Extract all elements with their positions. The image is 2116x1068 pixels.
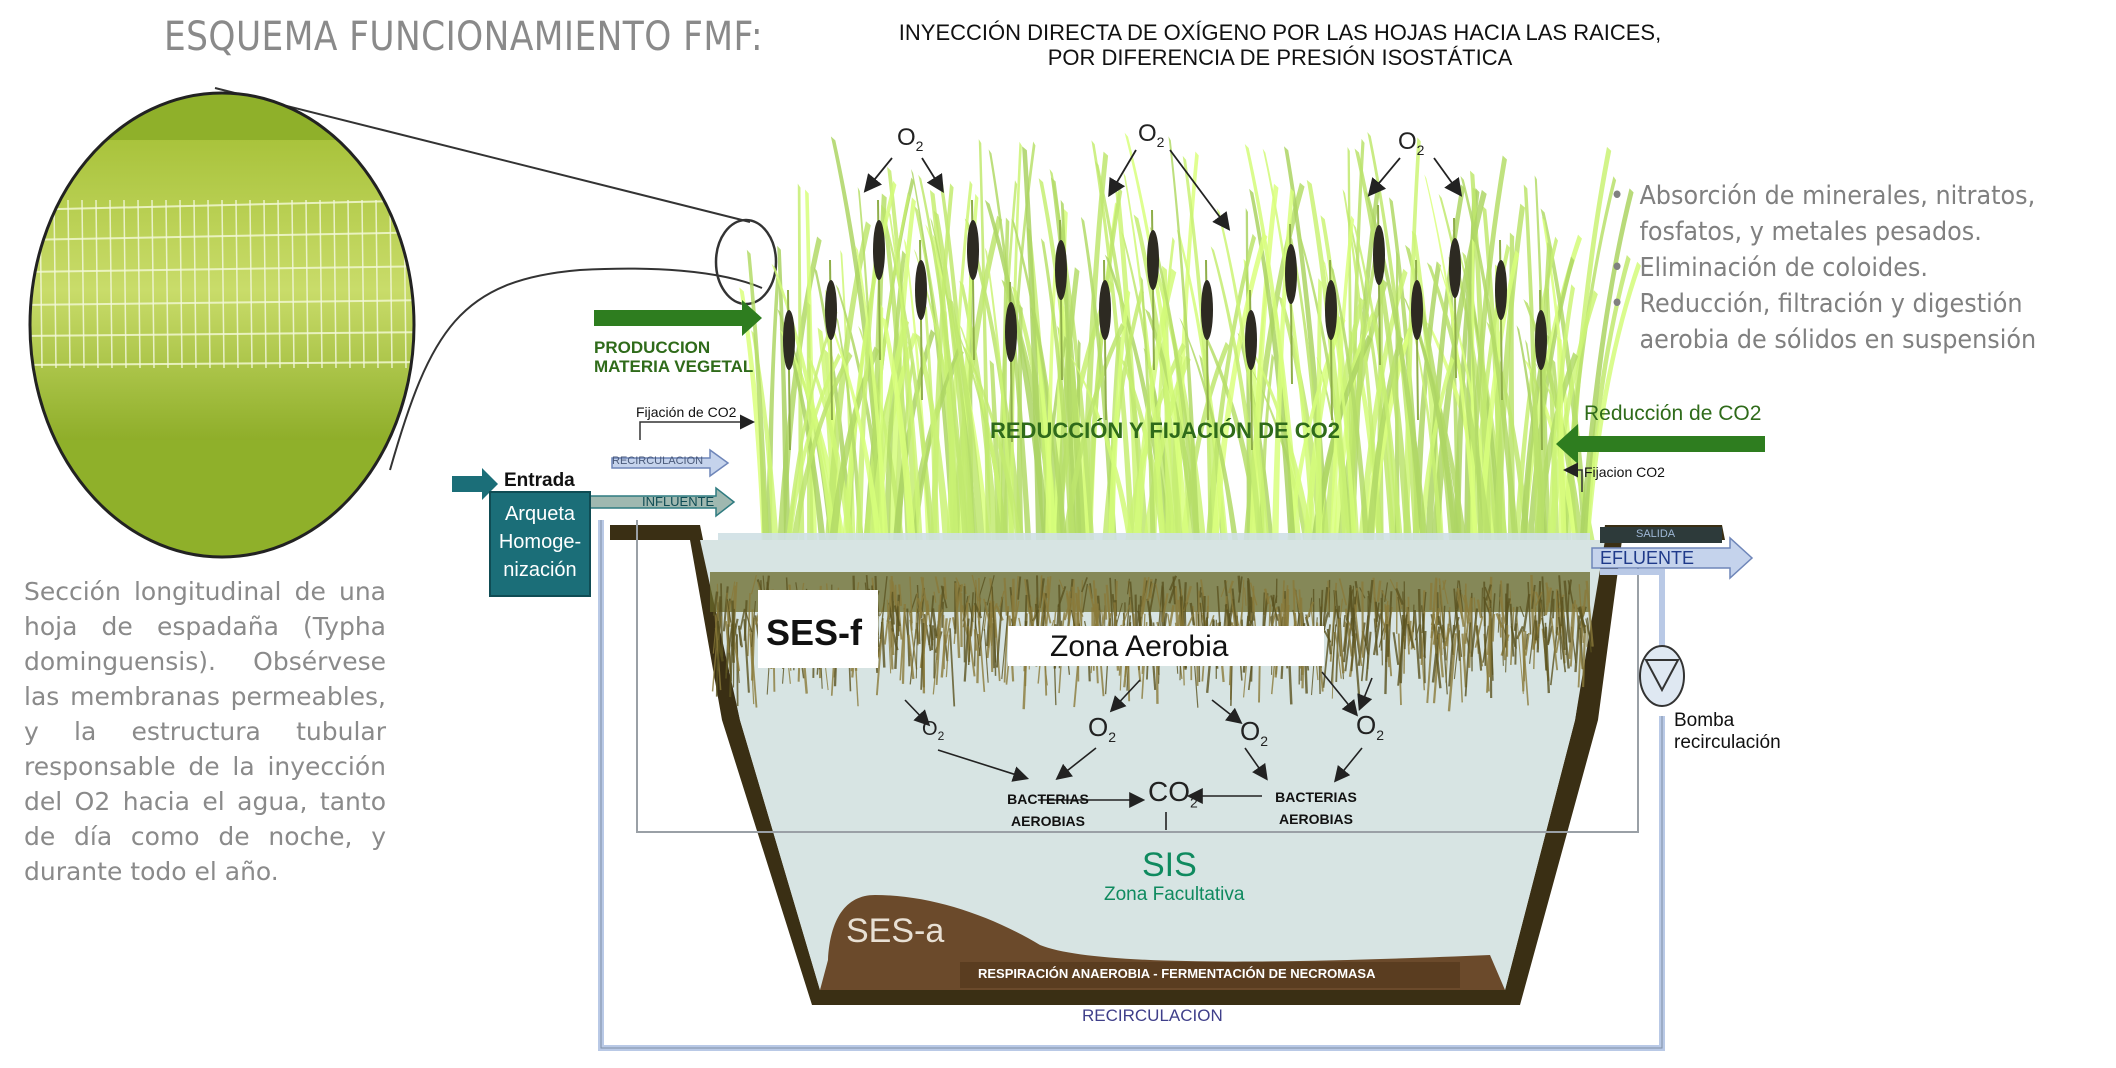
arqueta-label: Arqueta Homoge- nización xyxy=(490,500,590,584)
o2-water-2: O2 xyxy=(1088,712,1116,745)
cattail-head-icon xyxy=(873,220,885,280)
cattail-head-icon xyxy=(1005,302,1017,362)
fijacion-co2-right-label: Fijacion CO2 xyxy=(1584,464,1665,480)
o2-top-3: O2 xyxy=(1398,128,1424,158)
benefits-list: Absorción de minerales, nitratos, fosfat… xyxy=(1610,178,2052,358)
zona-facultativa-label: Zona Facultativa xyxy=(1104,884,1244,906)
benefit-item: Absorción de minerales, nitratos, fosfat… xyxy=(1610,178,2052,250)
cattail-head-icon xyxy=(1285,244,1297,304)
produccion-line-2: MATERIA VEGETAL xyxy=(594,357,753,376)
cattail-head-icon xyxy=(1099,280,1111,340)
cattail-head-icon xyxy=(1055,240,1067,300)
cattail-head-icon xyxy=(1147,230,1159,290)
bacterias-left: BACTERIAS AEROBIAS xyxy=(988,788,1108,832)
bomba-label: Bomba recirculación xyxy=(1674,710,1781,754)
ses-f-label: SES-f xyxy=(766,612,862,654)
cattail-head-icon xyxy=(1411,280,1423,340)
cattail-head-icon xyxy=(1373,225,1385,285)
cattail-head-icon xyxy=(1201,280,1213,340)
o2-water-1: O2 xyxy=(922,718,944,743)
arqueta-line-3: nización xyxy=(490,556,590,584)
o2-water-4: O2 xyxy=(1356,710,1384,743)
produccion-arrow xyxy=(594,300,762,336)
leaf-cross-section-magnifier xyxy=(20,80,440,580)
leaf-focus-ring xyxy=(716,220,776,304)
ses-a-label: SES-a xyxy=(846,912,944,951)
arqueta-line-2: Homoge- xyxy=(490,528,590,556)
respiracion-label: RESPIRACIÓN ANAEROBIA - FERMENTACIÓN DE … xyxy=(978,966,1375,981)
produccion-label: PRODUCCION MATERIA VEGETAL xyxy=(594,338,753,376)
bacterias-left-line-2: AEROBIAS xyxy=(988,810,1108,832)
o2-top-1: O2 xyxy=(897,124,923,154)
efluente-label: EFLUENTE xyxy=(1600,548,1694,569)
o2-water-3: O2 xyxy=(1240,716,1268,749)
cattail-head-icon xyxy=(1245,310,1257,370)
cattail-head-icon xyxy=(915,260,927,320)
bacterias-right-line-2: AEROBIAS xyxy=(1256,808,1376,830)
salida-label: SALIDA xyxy=(1636,528,1675,540)
bomba-line-2: recirculación xyxy=(1674,732,1781,754)
cattail-head-icon xyxy=(1449,238,1461,298)
co2-label: CO2 xyxy=(1148,776,1198,811)
reduccion-fijacion-label: REDUCCIÓN Y FIJACIÓN DE CO2 xyxy=(990,418,1340,444)
o2-top-2: O2 xyxy=(1138,120,1164,150)
benefit-item: Eliminación de coloides. xyxy=(1610,250,2052,286)
cattail-head-icon xyxy=(1535,310,1547,370)
entrada-label: Entrada xyxy=(504,470,575,492)
reduccion-co2-label: Reducción de CO2 xyxy=(1584,402,1761,426)
cattail-head-icon xyxy=(825,280,837,340)
leaf-caption: Sección longitudinal de una hoja de espa… xyxy=(24,574,386,889)
recirculacion-top-label: RECIRCULACION xyxy=(612,455,703,467)
cattail-head-icon xyxy=(1495,260,1507,320)
fijacion-co2-left-label: Fijación de CO2 xyxy=(636,404,736,420)
bacterias-right-line-1: BACTERIAS xyxy=(1256,786,1376,808)
fijacion-co2-left-arrow xyxy=(640,422,752,440)
cattail-head-icon xyxy=(783,310,795,370)
arqueta-line-1: Arqueta xyxy=(490,500,590,528)
influente-label: INFLUENTE xyxy=(642,494,714,509)
cattail-plants xyxy=(739,132,1641,540)
recirculacion-bottom-label: RECIRCULACION xyxy=(1082,1006,1223,1026)
bacterias-left-line-1: BACTERIAS xyxy=(988,788,1108,810)
zona-aerobia-label: Zona Aerobia xyxy=(1050,630,1228,664)
benefit-item: Reducción, filtración y digestión aerobi… xyxy=(1610,286,2052,358)
pump-icon xyxy=(1640,646,1684,706)
cattail-head-icon xyxy=(967,220,979,280)
cattail-head-icon xyxy=(1325,280,1337,340)
sis-label: SIS xyxy=(1142,846,1197,885)
bomba-line-1: Bomba xyxy=(1674,710,1781,732)
produccion-line-1: PRODUCCION xyxy=(594,338,753,357)
bacterias-right: BACTERIAS AEROBIAS xyxy=(1256,786,1376,830)
